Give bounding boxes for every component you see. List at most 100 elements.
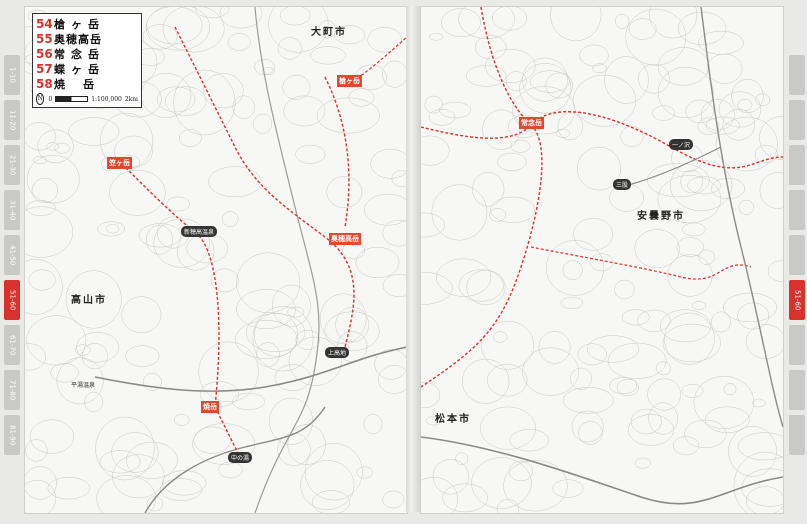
index-tab[interactable] bbox=[789, 55, 805, 95]
trail-line bbox=[344, 36, 407, 88]
index-tab[interactable]: 81-90 bbox=[4, 415, 20, 455]
contour-line bbox=[482, 109, 521, 150]
contour-line bbox=[552, 479, 584, 498]
contour-line bbox=[625, 8, 687, 66]
legend-row: 57 蝶ヶ岳 bbox=[36, 61, 138, 76]
contour-line bbox=[737, 432, 783, 461]
contour-line bbox=[490, 196, 536, 223]
contour-line bbox=[166, 196, 190, 212]
peak-label-yakedake[interactable]: 焼岳 bbox=[201, 401, 219, 413]
contour-line bbox=[472, 172, 505, 207]
contour-line bbox=[421, 212, 445, 238]
index-tab[interactable] bbox=[789, 100, 805, 140]
contour-line bbox=[509, 429, 549, 452]
place-label-kamikochi[interactable]: 上高地 bbox=[325, 347, 350, 358]
contour-line bbox=[503, 460, 568, 512]
index-tab[interactable]: 21-30 bbox=[4, 145, 20, 185]
peak-label-yarigatake[interactable]: 槍ヶ岳 bbox=[337, 75, 362, 87]
contour-line bbox=[310, 46, 346, 65]
contour-line bbox=[295, 144, 326, 164]
contour-line bbox=[382, 274, 407, 297]
contour-line bbox=[685, 99, 714, 124]
contour-line bbox=[176, 231, 215, 271]
contour-line bbox=[572, 74, 637, 127]
contour-line bbox=[84, 391, 104, 413]
contour-line bbox=[604, 56, 649, 104]
place-label-shinhotaka[interactable]: 新穂高温泉 bbox=[181, 226, 218, 237]
contour-line bbox=[655, 361, 671, 376]
contour-line bbox=[234, 320, 298, 359]
contour-line bbox=[429, 33, 444, 41]
index-tab[interactable] bbox=[789, 370, 805, 410]
place-label-ichinosawa[interactable]: 一ノ沢 bbox=[669, 139, 694, 150]
map-right-canvas bbox=[421, 7, 783, 513]
peak-label-jonendake[interactable]: 常念岳 bbox=[519, 117, 544, 129]
index-tab[interactable] bbox=[789, 235, 805, 275]
index-tab-active[interactable]: 51-60 bbox=[789, 280, 805, 320]
contour-line bbox=[382, 219, 407, 247]
contour-line bbox=[421, 271, 453, 305]
road-line bbox=[144, 406, 326, 513]
contour-line bbox=[577, 146, 622, 191]
index-tab[interactable]: 41-50 bbox=[4, 235, 20, 275]
contour-line bbox=[268, 7, 329, 53]
contour-line bbox=[179, 129, 202, 147]
city-label-matsumoto: 松本市 bbox=[435, 414, 471, 425]
index-tab[interactable]: 71-80 bbox=[4, 370, 20, 410]
contour-line bbox=[497, 152, 527, 171]
contour-line bbox=[759, 116, 783, 160]
contour-line bbox=[37, 129, 74, 164]
contour-line bbox=[56, 357, 104, 405]
contour-line bbox=[277, 37, 302, 60]
contour-line bbox=[637, 309, 671, 332]
contour-line bbox=[737, 99, 753, 111]
contour-line bbox=[428, 109, 456, 126]
contour-line bbox=[54, 142, 70, 154]
contour-line bbox=[304, 443, 363, 501]
route-legend: 54 槍ヶ岳 55 奥穂高岳 56 常念岳 57 蝶ヶ岳 58 焼岳 N 0 bbox=[32, 13, 142, 108]
contour-line bbox=[25, 122, 56, 151]
legend-name: 常念岳 bbox=[54, 47, 105, 61]
contour-line bbox=[471, 457, 532, 509]
contour-line bbox=[109, 169, 166, 216]
peak-label-kasagatake[interactable]: 笠ヶ岳 bbox=[107, 157, 132, 169]
contour-line bbox=[609, 377, 638, 394]
contour-line bbox=[232, 95, 255, 119]
index-tab[interactable] bbox=[789, 190, 805, 230]
contour-line bbox=[510, 139, 531, 153]
contour-line bbox=[326, 176, 363, 209]
trail-line bbox=[324, 76, 350, 228]
contour-line bbox=[492, 331, 508, 343]
index-tab[interactable]: 61-70 bbox=[4, 325, 20, 365]
place-label-nakanoyu[interactable]: 中の湯 bbox=[228, 452, 253, 463]
contour-line bbox=[489, 208, 507, 222]
contour-line bbox=[316, 97, 380, 134]
index-tab[interactable] bbox=[789, 145, 805, 185]
contour-line bbox=[697, 117, 720, 136]
index-tab[interactable] bbox=[789, 325, 805, 365]
contour-line bbox=[578, 421, 603, 445]
index-tab[interactable] bbox=[789, 415, 805, 455]
road-line bbox=[421, 436, 783, 505]
legend-name: 奥穂高岳 bbox=[54, 32, 102, 46]
contour-line bbox=[425, 416, 442, 426]
contour-line bbox=[140, 73, 192, 118]
contour-line bbox=[162, 470, 207, 496]
contour-line bbox=[174, 413, 190, 426]
contour-line bbox=[577, 343, 607, 366]
index-tab[interactable]: 1-10 bbox=[4, 55, 20, 95]
contour-line bbox=[165, 86, 207, 116]
contour-line bbox=[647, 162, 710, 198]
index-tab-active[interactable]: 51-60 bbox=[4, 280, 20, 320]
index-tab[interactable]: 11-20 bbox=[4, 100, 20, 140]
contour-line bbox=[421, 135, 450, 166]
contour-line bbox=[312, 490, 350, 513]
peak-label-okuhotaka[interactable]: 奥穂高岳 bbox=[329, 233, 361, 245]
contour-line bbox=[156, 86, 196, 113]
place-label-misawa[interactable]: 三股 bbox=[613, 179, 632, 190]
index-tab[interactable]: 31-40 bbox=[4, 190, 20, 230]
contour-line bbox=[236, 252, 301, 313]
contour-line bbox=[26, 154, 80, 204]
contour-line bbox=[522, 57, 568, 102]
contour-line bbox=[287, 306, 305, 318]
